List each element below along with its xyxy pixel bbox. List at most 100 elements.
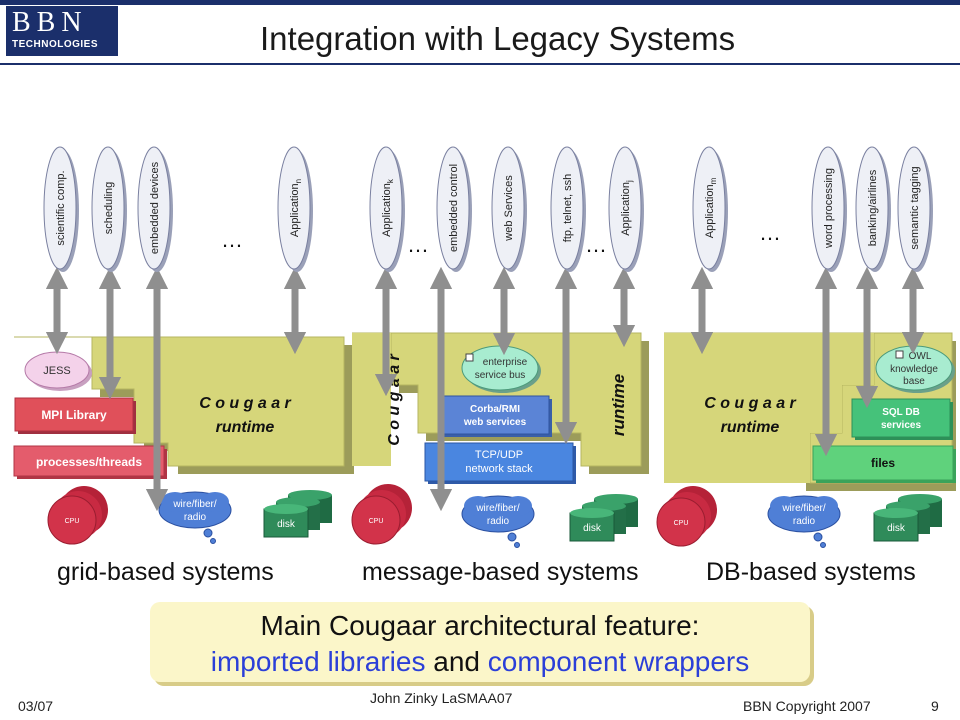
message-app-label-5: Application — [620, 182, 632, 236]
corba-line2: web services — [463, 417, 527, 428]
db-section: C o u g a a r runtime OWL knowledge base… — [656, 146, 956, 548]
grid-runtime-name: C o u g a a r — [199, 395, 291, 412]
db-ellipsis: … — [759, 220, 781, 245]
grid-app-label-2: scheduling — [103, 182, 115, 235]
grid-cpu-chip — [47, 495, 97, 545]
logo-text: BBN — [12, 7, 88, 38]
db-disk-label: disk — [887, 523, 906, 534]
architecture-diagram: C o u g a a r runtime JESS MPI Library p… — [13, 146, 956, 548]
db-app-pill-1: Applicationm — [692, 146, 728, 272]
owl-line2: knowledge — [890, 364, 938, 375]
grid-section: C o u g a a r runtime JESS MPI Library p… — [13, 146, 354, 545]
processes-label: processes/threads — [36, 455, 142, 469]
page-title: Integration with Legacy Systems — [260, 20, 736, 57]
db-app-label-3: banking/airlines — [867, 169, 879, 246]
tcp-line2: network stack — [465, 463, 533, 475]
db-cpu-chip — [656, 497, 706, 547]
tcp-line1: TCP/UDP — [475, 449, 523, 461]
callout-imported-libraries: imported libraries — [210, 646, 426, 677]
mpi-box — [14, 397, 134, 432]
message-cpu-label: CPU — [369, 518, 384, 525]
message-app-sub-j: j — [625, 180, 634, 183]
db-app-pill-2: word processing — [811, 146, 847, 272]
message-section: C o u g a a r runtime enterprise service… — [351, 146, 649, 548]
mpi-label: MPI Library — [41, 408, 107, 422]
esb-doc-icon — [465, 353, 474, 362]
db-app-pill-3: banking/airlines — [855, 146, 891, 272]
owl-line3: base — [903, 376, 925, 387]
callout-and: and — [425, 646, 488, 677]
feature-callout: Main Cougaar architectural feature: impo… — [150, 602, 810, 682]
grid-app-pill-1: scientific comp. — [43, 146, 79, 272]
title-divider — [0, 63, 960, 65]
grid-app-pill-4: Applicationn — [277, 146, 313, 272]
message-network-cloud — [461, 495, 535, 548]
grid-app-pill-3: embedded devices — [137, 146, 173, 272]
corba-line1: Corba/RMI — [470, 404, 520, 415]
message-disk-label: disk — [583, 523, 602, 534]
grid-app-sub-n: n — [294, 179, 303, 183]
jess-label: JESS — [43, 365, 71, 377]
message-ellipsis-1: … — [407, 232, 429, 257]
grid-app-pill-2: scheduling — [91, 146, 127, 272]
top-bar — [0, 0, 960, 5]
corba-box — [440, 395, 550, 435]
message-app-label-2: embedded control — [448, 164, 460, 252]
db-app-label-1: Application — [704, 184, 716, 238]
message-ellipsis-2: … — [585, 232, 607, 257]
svg-text:Applicationk: Applicationk — [381, 178, 395, 237]
message-app-pill-5: Applicationj — [608, 146, 644, 272]
grid-wire-line2: radio — [184, 512, 207, 523]
sql-box — [851, 398, 951, 438]
db-runtime-name: C o u g a a r — [704, 395, 796, 412]
message-app-sub-k: k — [386, 178, 395, 183]
processes-box — [13, 445, 165, 477]
svg-text:Applicationn: Applicationn — [289, 179, 303, 237]
message-wire-line1: wire/fiber/ — [475, 503, 520, 514]
db-cpu-label: CPU — [674, 520, 689, 527]
grid-wire-line1: wire/fiber/ — [172, 499, 217, 510]
callout-line1: Main Cougaar architectural feature: — [260, 610, 700, 641]
db-wire-line1: wire/fiber/ — [781, 503, 826, 514]
message-disk-stack — [569, 494, 638, 542]
message-app-pill-1: Applicationk — [369, 146, 405, 272]
message-app-label-4: ftp, telnet, ssh — [562, 174, 574, 242]
grid-disk-stack — [263, 490, 332, 538]
db-section-label: DB-based systems — [706, 558, 916, 586]
esb-ellipse — [461, 345, 539, 391]
message-wire-line2: radio — [487, 516, 510, 527]
message-app-pill-3: web Services — [491, 146, 527, 272]
esb-line2: service bus — [475, 370, 526, 381]
owl-line1: OWL — [909, 351, 932, 362]
grid-app-label-1: scientific comp. — [55, 170, 67, 245]
db-wire-line2: radio — [793, 516, 816, 527]
message-cpu-chip — [351, 495, 401, 545]
grid-cpu-label: CPU — [65, 518, 80, 525]
message-app-pill-4: ftp, telnet, ssh — [550, 146, 586, 272]
grid-app-label-3: embedded devices — [149, 161, 161, 254]
grid-section-label: grid-based systems — [57, 558, 274, 586]
message-app-label-3: web Services — [503, 175, 515, 242]
db-network-cloud — [767, 495, 841, 548]
db-disk-stack — [873, 494, 942, 542]
db-app-label-2: word processing — [823, 168, 835, 249]
svg-text:Applicationj: Applicationj — [620, 180, 634, 236]
files-label: files — [871, 456, 895, 470]
owl-doc-icon — [895, 350, 904, 359]
footer-date: 03/07 — [18, 698, 54, 714]
sql-line2: services — [881, 420, 921, 431]
grid-ellipsis: … — [221, 227, 243, 252]
grid-disk-label: disk — [277, 519, 296, 530]
grid-app-label-4: Application — [289, 183, 301, 237]
bbn-logo: BBN TECHNOLOGIES — [6, 6, 118, 56]
grid-runtime-word: runtime — [216, 419, 275, 436]
message-section-label: message-based systems — [362, 558, 639, 586]
callout-line2: imported libraries and component wrapper… — [150, 646, 810, 678]
db-app-pill-4: semantic tagging — [897, 146, 933, 272]
db-runtime-word: runtime — [721, 419, 780, 436]
callout-component-wrappers: component wrappers — [487, 646, 750, 677]
grid-network-cloud — [158, 491, 232, 544]
db-app-label-4: semantic tagging — [909, 166, 921, 249]
logo-subtext: TECHNOLOGIES — [12, 39, 99, 50]
svg-text:Applicationm: Applicationm — [704, 177, 718, 238]
